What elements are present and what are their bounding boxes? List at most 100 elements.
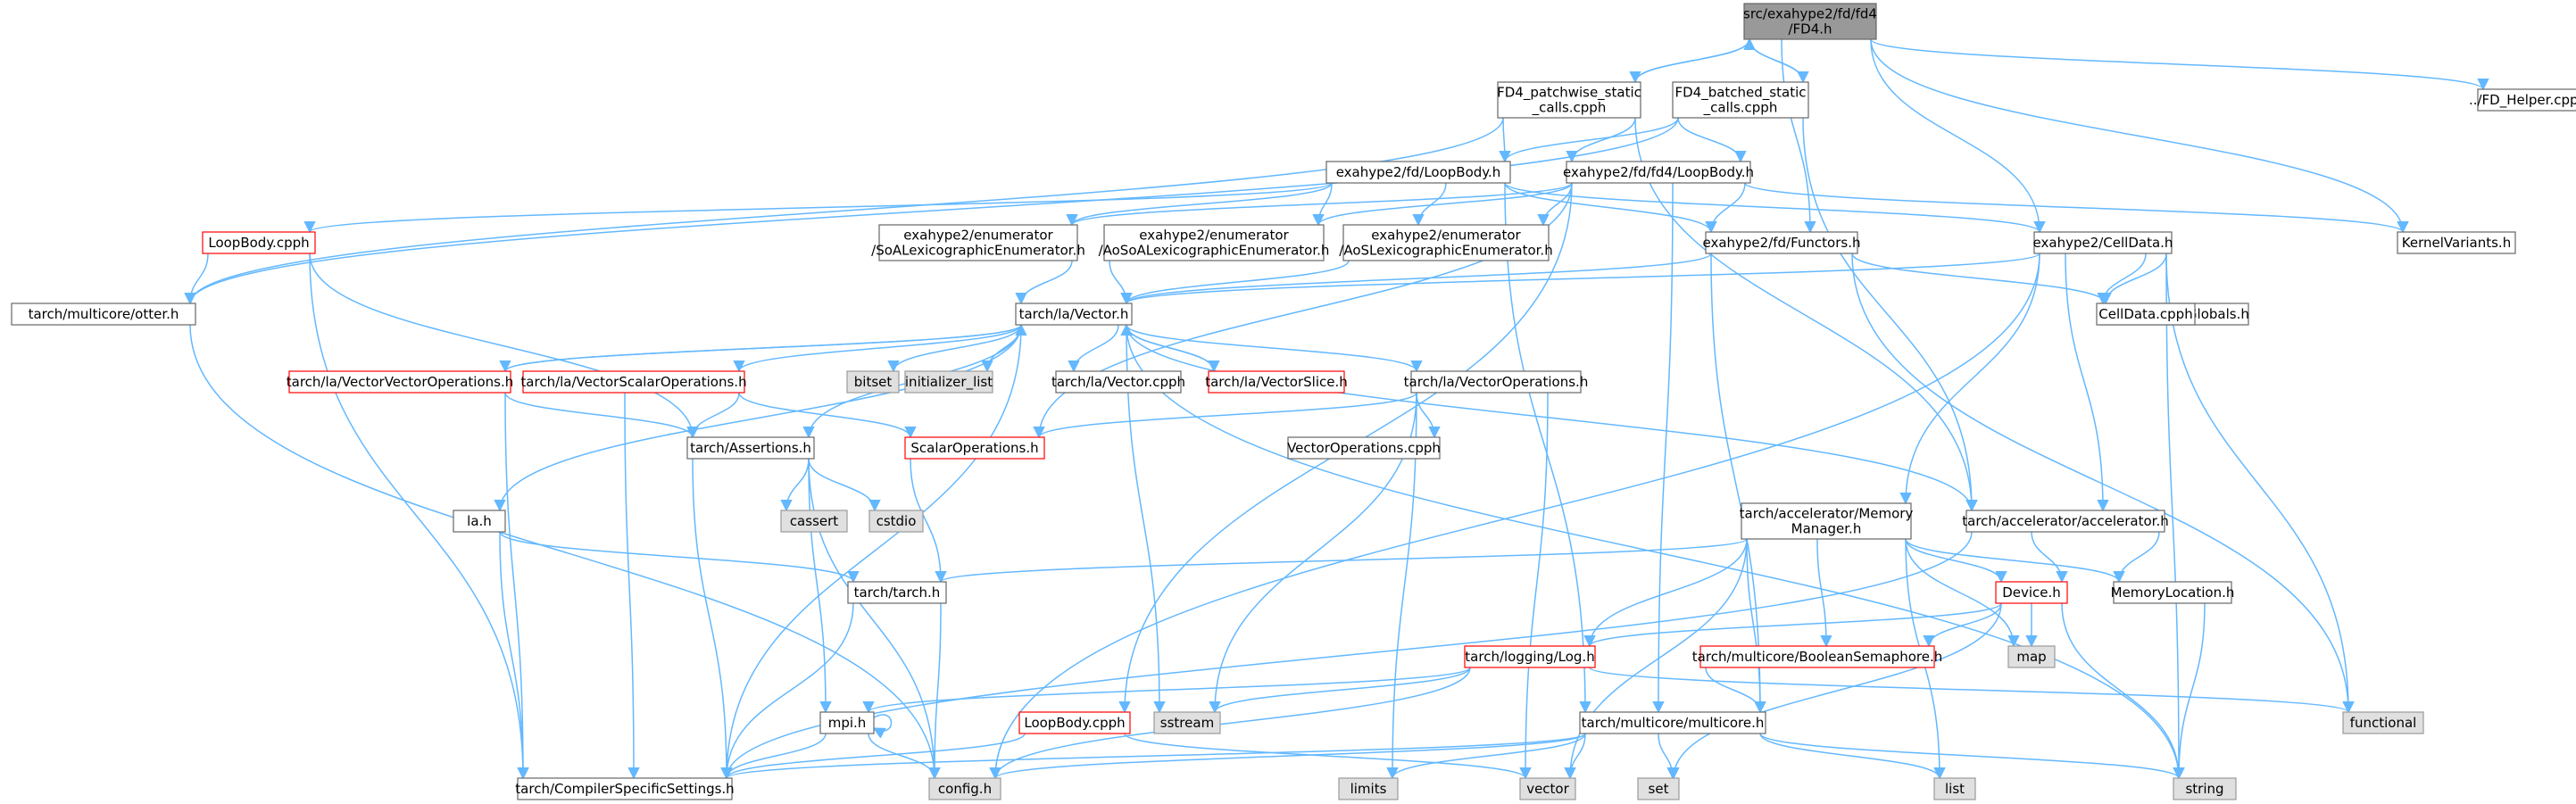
node-box [2173, 777, 2237, 800]
node-aos-enum[interactable]: exahype2/enumerator/AoSLexicographicEnum… [1339, 224, 1553, 261]
node-kernelvariants[interactable]: KernelVariants.h [2397, 231, 2516, 254]
node-bitset[interactable]: bitset [846, 370, 900, 394]
edge-loopbody_cpph_1-to-otter [184, 253, 209, 305]
node-box [847, 581, 947, 604]
edge-fd4_loopbody_h-to-multicore_h [1652, 182, 1674, 714]
edge-memmgr-to-vector_std [1564, 538, 1748, 780]
edge-log_h-to-mpi_h [862, 667, 1471, 714]
edge-multicore_h-to-list [1759, 733, 1946, 780]
node-aosoa-enum[interactable]: exahype2/enumerator/AoSoALexicographicEn… [1099, 224, 1330, 261]
edge-device-to-set [1667, 602, 2002, 780]
node-log-h[interactable]: tarch/logging/Log.h [1464, 645, 1596, 668]
node-box [288, 370, 511, 394]
node-map[interactable]: map [2007, 645, 2056, 668]
node-fd-helper[interactable]: ../FD_Helper.cpph [2469, 88, 2576, 112]
edge-fd4_patchwise-to-otter [184, 117, 1504, 305]
node-label: LoopBody.cpph [1024, 715, 1125, 731]
node-scalarops[interactable]: ScalarOperations.h [904, 436, 1045, 460]
node-label: tarch/tarch.h [854, 584, 941, 601]
node-box [1342, 224, 1550, 261]
edge-vecops-to-limits [1386, 392, 1417, 780]
node-multicore-h[interactable]: tarch/multicore/multicore.h [1579, 711, 1766, 734]
edge-loopbody_cpph_1-to-assertions [309, 253, 699, 439]
edge-accel-to-device [2031, 531, 2068, 584]
node-fd4-batched[interactable]: FD4_batched_static_calls.cpph [1672, 81, 1809, 119]
node-fd4-h[interactable]: src/exahype2/fd/fd4/FD4.h [1743, 3, 1877, 40]
edge-la_h-to-compiler [499, 531, 529, 780]
node-functional[interactable]: functional [2342, 711, 2424, 734]
node-label: CellData.cpph [2098, 306, 2192, 322]
node-boolsem[interactable]: tarch/multicore/BooleanSemaphore.h [1692, 645, 1942, 668]
node-vsops[interactable]: tarch/la/VectorScalarOperations.h [520, 370, 747, 394]
edge-vecops-to-vector_std [1519, 392, 1549, 780]
node-cassert[interactable]: cassert [780, 510, 848, 533]
node-compiler[interactable]: tarch/CompilerSpecificSettings.h [515, 777, 735, 800]
node-label: /SoALexicographicEnumerator.h [871, 243, 1085, 259]
edge-memmgr-to-memloc [1905, 538, 2125, 584]
node-config-h[interactable]: config.h [928, 777, 1001, 800]
edge-device-to-string [2061, 602, 2185, 780]
node-box [1933, 777, 1976, 800]
node-label: /AoSoALexicographicEnumerator.h [1099, 243, 1330, 259]
node-box [868, 510, 924, 533]
edge-aos_enum-to-vector_h [1120, 260, 1350, 305]
node-cstdio[interactable]: cstdio [868, 510, 924, 533]
edge-celldata_h-to-globals [2099, 253, 2167, 305]
node-fd4-patchwise[interactable]: FD4_patchwise_static_calls.cpph [1497, 81, 1641, 119]
edge-otter-to-config_h [189, 324, 941, 780]
node-la-h[interactable]: la.h [453, 510, 506, 533]
edge-celldata_h-to-vector_h [1120, 253, 2040, 305]
node-memloc[interactable]: MemoryLocation.h [2111, 581, 2235, 604]
node-fd-functors[interactable]: exahype2/fd/Functors.h [1702, 231, 1861, 254]
node-sstream[interactable]: sstream [1153, 711, 1221, 734]
node-celldata-cpph[interactable]: CellData.cpph [2096, 303, 2196, 326]
edge-fd_functors-to-functional [1851, 253, 2355, 714]
node-celldata-h[interactable]: exahype2/CellData.h [2033, 231, 2173, 254]
edge-fd4_loopbody_h-to-aosoa_enum [1312, 182, 1573, 227]
node-fd-loopbody-h[interactable]: exahype2/fd/LoopBody.h [1325, 161, 1511, 184]
node-soa-enum[interactable]: exahype2/enumerator/SoALexicographicEnum… [871, 224, 1085, 261]
node-accel[interactable]: tarch/accelerator/accelerator.h [1962, 510, 2169, 533]
node-vecops[interactable]: tarch/la/VectorOperations.h [1404, 370, 1589, 394]
node-box [2033, 231, 2173, 254]
node-otter[interactable]: tarch/multicore/otter.h [11, 303, 196, 326]
node-string[interactable]: string [2173, 777, 2237, 800]
edge-fd_loopbody_h-to-loopbody_cpph_1 [303, 182, 1333, 234]
edge-vectorslice-to-vector_h [1120, 323, 1215, 372]
node-fd4-loopbody-h[interactable]: exahype2/fd/fd4/LoopBody.h [1563, 161, 1754, 184]
node-device[interactable]: Device.h [1995, 581, 2068, 604]
node-init-list[interactable]: initializer_list [904, 370, 993, 394]
node-vectorslice[interactable]: tarch/la/VectorSlice.h [1205, 370, 1348, 394]
node-label: tarch/multicore/BooleanSemaphore.h [1692, 649, 1942, 665]
edge-mpi_h-to-mpi_h [872, 714, 893, 739]
node-assertions[interactable]: tarch/Assertions.h [686, 436, 815, 460]
node-vecops-cpph[interactable]: VectorOperations.cpph [1287, 436, 1441, 460]
edge-vvops-to-vector_h [504, 323, 1027, 372]
node-box [1287, 436, 1441, 460]
node-label: VectorOperations.cpph [1287, 440, 1441, 456]
node-vvops[interactable]: tarch/la/VectorVectorOperations.h [287, 370, 513, 394]
node-limits[interactable]: limits [1338, 777, 1399, 800]
node-loopbody-cpph-2[interactable]: LoopBody.cpph [1018, 711, 1131, 734]
edge-fd4_loopbody_h-to-soa_enum [1066, 182, 1573, 227]
node-loopbody-cpph-1[interactable]: LoopBody.cpph [202, 231, 316, 254]
node-box [453, 510, 506, 533]
node-vector-cpph[interactable]: tarch/la/Vector.cpph [1051, 370, 1185, 394]
node-label: exahype2/fd/Functors.h [1702, 235, 1860, 251]
node-box [11, 303, 196, 326]
node-box [1672, 81, 1809, 119]
node-box [1579, 711, 1766, 734]
node-vector-std[interactable]: vector [1519, 777, 1576, 800]
node-box [2397, 231, 2516, 254]
node-mpi-h[interactable]: mpi.h [819, 711, 875, 734]
node-vector-h[interactable]: tarch/la/Vector.h [1015, 303, 1133, 326]
edge-celldata_h-to-string [2165, 253, 2185, 780]
node-tarch-h[interactable]: tarch/tarch.h [847, 581, 947, 604]
node-set[interactable]: set [1637, 777, 1680, 800]
edge-assertions-to-mpi_h [808, 458, 832, 714]
edge-fd4_batched-to-otter [184, 117, 1679, 305]
node-list[interactable]: list [1933, 777, 1976, 800]
node-label: tarch/Assertions.h [690, 440, 811, 456]
edge-fd_loopbody_h-to-fd_functors [1504, 182, 1717, 234]
